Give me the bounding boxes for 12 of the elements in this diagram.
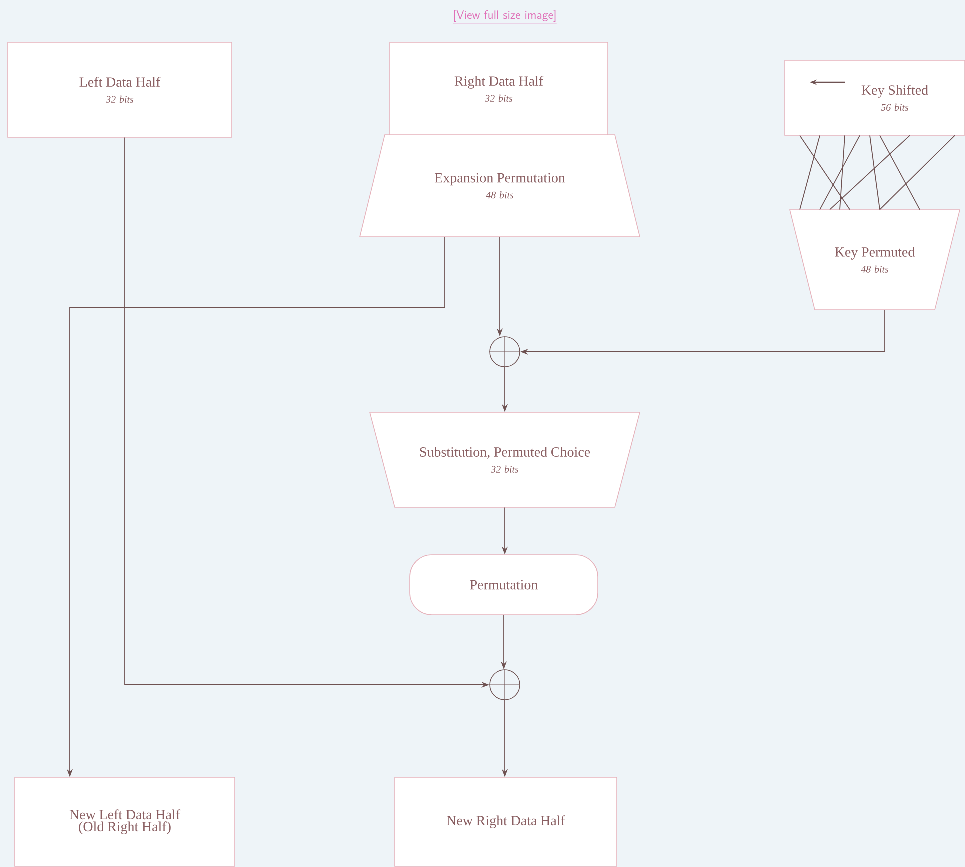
process-box: Key Shifted 56 bits [784, 60, 965, 136]
xor-symbol [489, 669, 521, 701]
process-box: New Left Data Half (Old Right Half) [14, 777, 236, 867]
process-box: New Right Data Half [394, 777, 618, 867]
trapezoid-box: Key Permuted 48 bits [790, 210, 961, 310]
xor-symbol [489, 336, 521, 368]
rounded-box: Permutation [410, 554, 598, 616]
trapezoid-box: Expansion Permutation 48 bits [360, 134, 641, 238]
process-box: Right Data Half 32 bits [390, 42, 608, 136]
process-box: Left Data Half 32 bits [8, 42, 232, 138]
link-text: [View full size image] [452, 10, 558, 24]
crossing-lines [800, 135, 956, 210]
